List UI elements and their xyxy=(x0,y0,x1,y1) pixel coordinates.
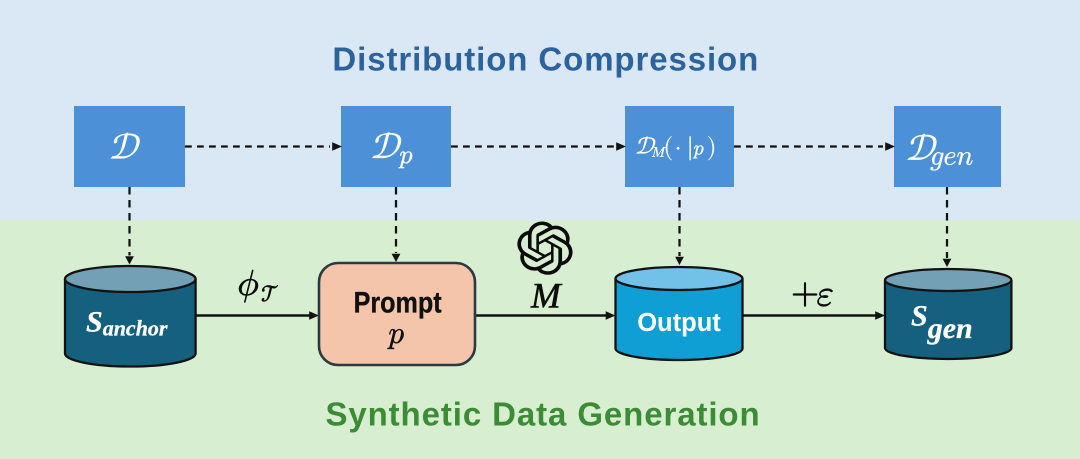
svg-text:Prompt: Prompt xyxy=(354,287,442,320)
svg-text:Synthetic Data Generation: Synthetic Data Generation xyxy=(325,396,760,433)
svg-text:Distribution Compression: Distribution Compression xyxy=(332,41,759,78)
svg-text:Output: Output xyxy=(637,309,721,337)
svg-text:M: M xyxy=(530,275,563,315)
